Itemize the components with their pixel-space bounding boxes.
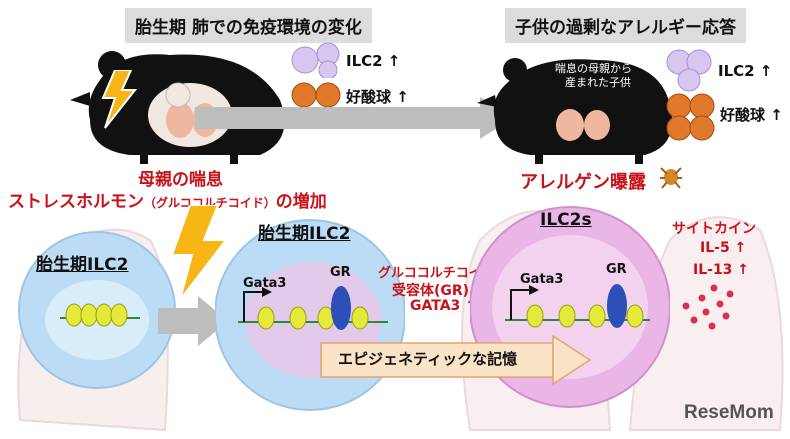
ilc2-cells-icon — [291, 42, 340, 78]
chromatin-right — [505, 284, 650, 328]
resemom-logo: ReseMom — [684, 402, 774, 423]
progression-arrow — [195, 97, 513, 139]
header-fetal-lung: 胎生期 肺での免疫環境の変化 — [125, 8, 372, 43]
cytokine-label: サイトカイン — [672, 221, 756, 237]
glucocorticoid-small: （グルココルチコイド） — [144, 196, 276, 210]
gr-increase-line2: 受容体(GR) ↑ — [392, 283, 486, 299]
child-mouse-text-1: 喘息の母親から — [555, 62, 632, 75]
gata3-label-right: Gata3 — [520, 272, 564, 287]
cytokine-dots — [682, 284, 734, 330]
epigenetic-arrow — [320, 335, 592, 385]
stress-lightning-icon — [170, 205, 228, 300]
ilc2-cells-icon-right — [666, 49, 712, 92]
stress-hormone-main: ストレスホルモン — [8, 192, 144, 212]
epigenetic-memory-label: エピジェネティックな記憶 — [338, 350, 518, 368]
eosinophil-cells-icon — [291, 82, 341, 108]
mite-icon — [660, 167, 682, 189]
il5-increase-label: IL-5 ↑ — [700, 240, 747, 256]
maternal-asthma-label: 母親の喘息 — [138, 170, 223, 190]
ilc2s-title: ILC2s — [540, 210, 592, 230]
cell-transition-arrow — [158, 296, 228, 346]
gr-label-right: GR — [606, 262, 627, 277]
eosinophil-cells-icon-right — [666, 93, 715, 141]
stress-hormone-increase: の増加 — [275, 192, 327, 212]
child-mouse-text-2: 産まれた子供 — [565, 76, 631, 89]
ilc2-increase-label-right: ILC2 ↑ — [718, 62, 773, 80]
stress-lightning-icon-small — [101, 70, 138, 129]
eosinophil-increase-label-right: 好酸球 ↑ — [720, 106, 783, 124]
chromatin-center — [238, 286, 388, 330]
gr-increase-line1: グルココルチコイド — [378, 266, 495, 281]
eosinophil-increase-label-left: 好酸球 ↑ — [346, 88, 409, 106]
gr-increase-line3: GATA3 ↑ — [410, 298, 477, 314]
chromatin-left — [60, 303, 140, 327]
fetal-ilc2-title-left: 胎生期ILC2 — [36, 255, 129, 275]
fetal-ilc2-title-center: 胎生期ILC2 — [258, 224, 351, 244]
allergen-exposure-label: アレルゲン曝露 — [520, 172, 646, 193]
header-child-allergy: 子供の過剰なアレルギー応答 — [505, 8, 746, 43]
stress-hormone-label: ストレスホルモン（グルココルチコイド）の増加 — [8, 187, 327, 212]
ilc2-increase-label-left: ILC2 ↑ — [346, 52, 401, 70]
il13-increase-label: IL-13 ↑ — [693, 262, 750, 278]
gata3-label-center: Gata3 — [243, 276, 287, 291]
gr-label-center: GR — [330, 265, 351, 280]
child-mouse — [477, 58, 673, 164]
